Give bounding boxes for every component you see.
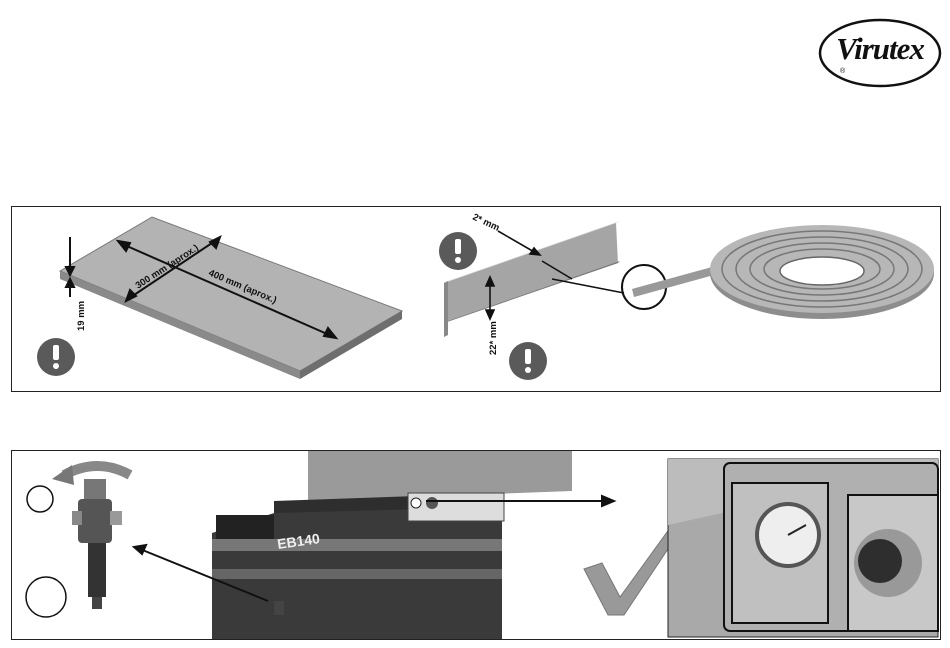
gauge-detail xyxy=(668,459,938,637)
panel-machine-setup: EB140 xyxy=(11,450,941,640)
air-regulator-icon xyxy=(72,479,122,609)
step-circle-1 xyxy=(27,486,53,512)
virutex-logo: Virutex ® xyxy=(818,18,942,88)
edge-band-coil-icon xyxy=(622,225,934,319)
air-fitting xyxy=(274,601,284,615)
dim-edge-height-label: 22* mm xyxy=(488,321,499,355)
materials-illustration: 300 mm (aprox.) 400 mm (aprox.) 19 mm xyxy=(12,207,940,391)
dim-edge-thickness-label: 2* mm xyxy=(471,212,501,234)
edge-bander-machine: EB140 xyxy=(212,451,572,639)
edge-strip-illustration: 2* mm 22* mm xyxy=(444,212,624,355)
control-panel xyxy=(408,493,504,521)
dim-thickness-label: 19 mm xyxy=(76,301,87,331)
push-button-icon xyxy=(858,539,902,583)
logo-wordmark: Virutex xyxy=(818,31,942,67)
step-circle-2 xyxy=(26,577,66,617)
exclamation-icon xyxy=(509,342,547,380)
board-illustration: 300 mm (aprox.) 400 mm (aprox.) 19 mm xyxy=(60,217,402,379)
exclamation-icon xyxy=(439,232,477,270)
panel-materials: 300 mm (aprox.) 400 mm (aprox.) 19 mm xyxy=(11,206,941,392)
machine-illustration: EB140 xyxy=(12,451,940,639)
registered-mark: ® xyxy=(840,68,845,75)
exclamation-icon xyxy=(37,338,75,376)
